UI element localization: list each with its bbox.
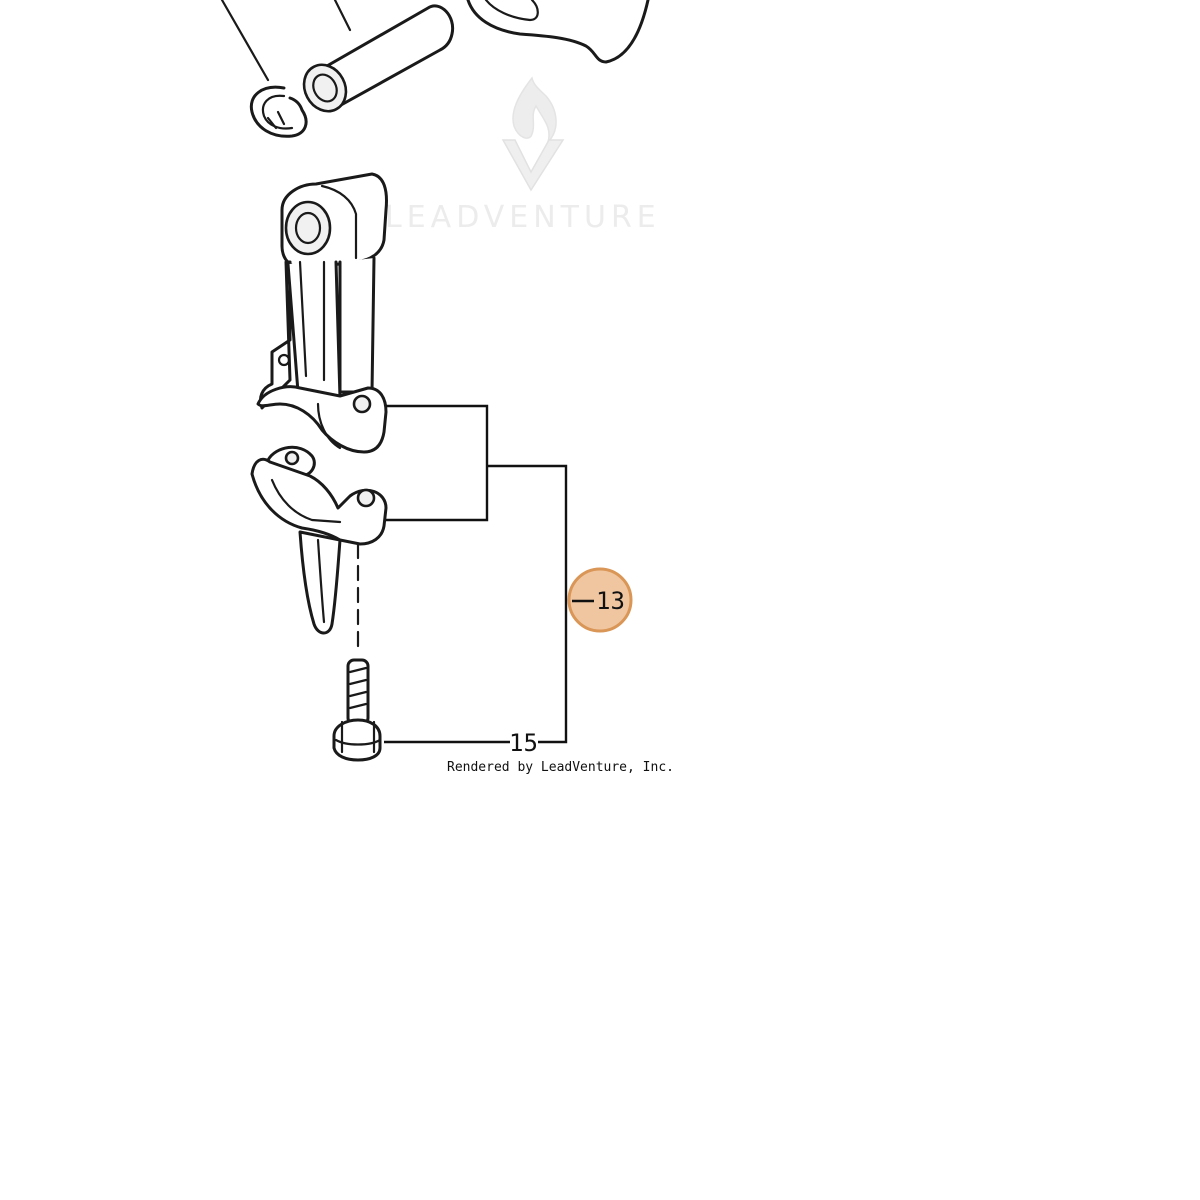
leader-line-clip — [220, 0, 270, 82]
leader-rod-upper — [386, 404, 489, 522]
callout-15[interactable]: 15 — [509, 729, 538, 757]
connecting-rod — [256, 172, 388, 454]
v-logo-icon — [501, 139, 565, 192]
render-credit: Rendered by LeadVenture, Inc. — [447, 760, 674, 775]
piston-pin — [302, 4, 455, 113]
flame-icon — [512, 76, 557, 145]
cap-bolt — [332, 658, 382, 762]
leader-bolt-right — [538, 601, 568, 744]
callout-15-label: 15 — [509, 729, 538, 757]
leadventure-watermark: LEADVENTURE — [385, 76, 661, 235]
circlip-ring — [249, 85, 308, 138]
watermark-text: LEADVENTURE — [385, 200, 661, 235]
callout-13-label: 13 — [596, 587, 625, 615]
callout-13-highlight — [567, 567, 633, 633]
leader-line-pin — [333, 0, 352, 32]
piston-fragment — [466, 0, 650, 64]
rod-cap — [250, 445, 388, 635]
leader-rod-group — [487, 464, 568, 601]
callout-13[interactable]: 13 — [567, 567, 633, 633]
